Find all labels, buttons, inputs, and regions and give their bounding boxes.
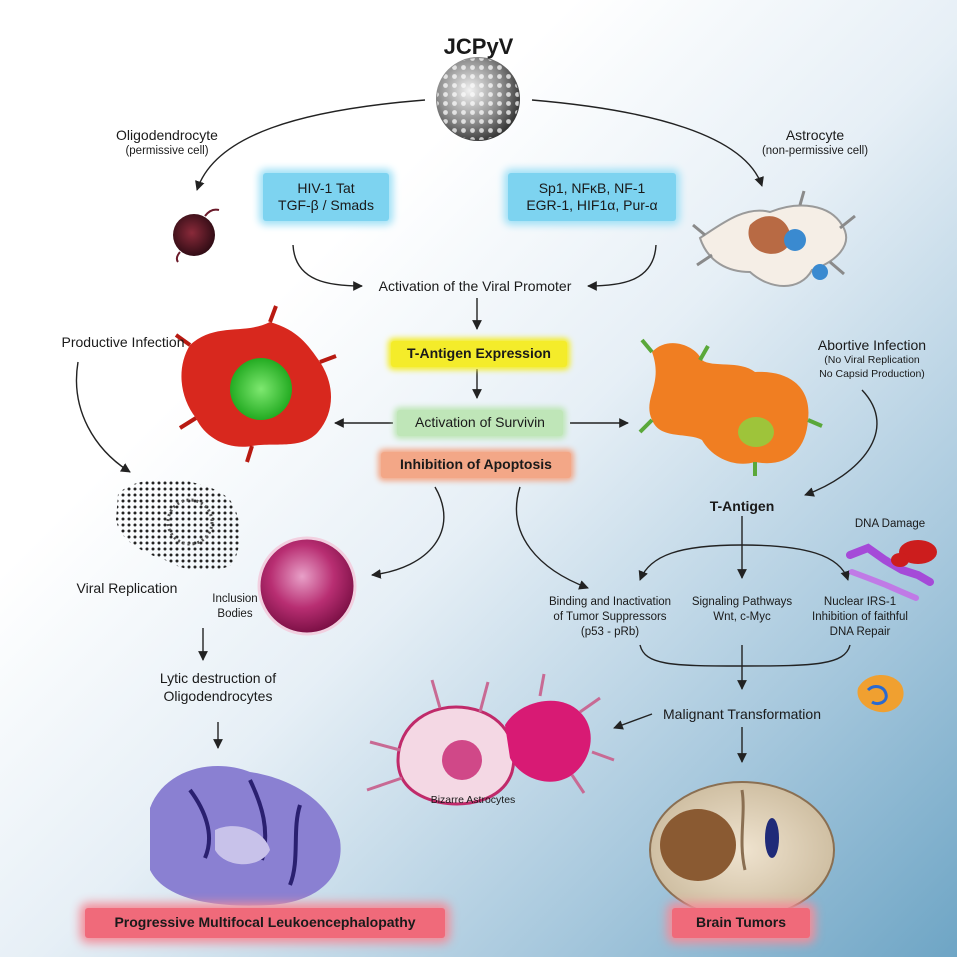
brain-tumors-box: Brain Tumors	[672, 908, 810, 938]
arrow-t-antigen-to-irs1	[741, 544, 850, 581]
signaling-label-1: Signaling Pathways	[691, 596, 793, 608]
left-factor-1: HIV-1 Tat	[297, 179, 355, 196]
abortive-note-1: (No Viral Replication	[824, 354, 920, 366]
brain-tumor-section-image	[649, 781, 835, 919]
tumor-suppressors-label-1: Binding and Inactivation	[548, 596, 672, 608]
productive-infection-label: Productive Infection	[61, 334, 185, 350]
t-antigen-expression-box: T-Antigen Expression	[391, 341, 567, 367]
tumor-suppressors-label-3: (p53 - pRb)	[580, 626, 640, 638]
right-factors-box: Sp1, NFκB, NF-1 EGR-1, HIF1α, Pur-α	[508, 173, 676, 221]
irs1-label-1: Nuclear IRS-1	[823, 596, 897, 608]
arrow-virus-to-oligodendrocyte	[195, 99, 426, 191]
left-factors-box: HIV-1 Tat TGF-β / Smads	[263, 173, 389, 221]
arrow-malignant-to-bizarre	[613, 713, 653, 730]
t-antigen-label: T-Antigen	[709, 498, 775, 514]
malignant-transformation-label: Malignant Transformation	[663, 706, 821, 722]
arrow-t-antigen-to-tumor-suppressors	[638, 544, 743, 581]
viral-replication-label: Viral Replication	[76, 580, 178, 596]
oligodendrocyte-cell-image	[173, 208, 220, 263]
merge-mechanisms-line	[639, 644, 851, 667]
right-factor-2: EGR-1, HIF1α, Pur-α	[526, 197, 658, 213]
abortive-infected-cell-image	[638, 338, 823, 476]
pml-brain-section-image	[150, 766, 341, 906]
dna-damage-image	[846, 540, 937, 601]
lytic-destruction-label-1: Lytic destruction of	[159, 670, 277, 686]
arrow-left-factors-to-promoter	[292, 244, 363, 291]
viral-replication-image	[116, 479, 240, 572]
left-factor-2: TGF-β / Smads	[278, 197, 374, 213]
abortive-note-2: No Capsid Production)	[819, 368, 925, 380]
jcpyv-capsid-image	[436, 57, 520, 141]
right-factor-1: Sp1, NFκB, NF-1	[538, 179, 646, 196]
oligodendrocyte-label: Oligodendrocyte	[116, 127, 218, 143]
arrow-productive-to-replication	[75, 361, 131, 473]
tumor-suppressors-label-2: of Tumor Suppressors	[553, 611, 667, 623]
arrow-right-factors-to-promoter	[587, 244, 657, 291]
irs1-label-2: Inhibition of faithful	[812, 611, 908, 623]
apoptosis-inhibition-box: Inhibition of Apoptosis	[381, 452, 571, 478]
pml-outcome-box: Progressive Multifocal Leukoencephalopat…	[85, 908, 445, 938]
inclusion-bodies-label-1: Inclusion	[212, 593, 258, 605]
arrow-virus-to-astrocyte	[531, 99, 764, 187]
bizarre-astrocytes-image	[366, 673, 615, 806]
inclusion-bodies-label-2: Bodies	[217, 608, 253, 620]
oligodendrocyte-note: (permissive cell)	[125, 145, 209, 157]
dna-damage-label: DNA Damage	[854, 518, 926, 530]
protein-structure-image	[857, 675, 904, 713]
arrow-apoptosis-to-tumor-suppressors	[515, 486, 589, 590]
arrow-apoptosis-to-inclusion	[371, 486, 445, 579]
irs1-label-3: DNA Repair	[829, 626, 891, 638]
astrocyte-note: (non-permissive cell)	[761, 145, 869, 157]
astrocyte-cell-image	[692, 190, 856, 287]
abortive-infection-label: Abortive Infection	[817, 337, 927, 353]
signaling-label-2: Wnt, c-Myc	[713, 611, 771, 623]
lytic-destruction-label-2: Oligodendrocytes	[163, 688, 273, 704]
arrow-abortive-to-t-antigen	[804, 389, 878, 497]
inclusion-body-image	[257, 536, 357, 636]
virus-title: JCPyV	[443, 34, 514, 59]
bizarre-astrocytes-label: Bizarre Astrocytes	[430, 794, 516, 806]
productive-infected-cell-image	[174, 305, 337, 463]
promoter-activation-label: Activation of the Viral Promoter	[378, 278, 572, 294]
survivin-activation-box: Activation of Survivin	[397, 410, 563, 436]
astrocyte-label: Astrocyte	[785, 127, 845, 143]
